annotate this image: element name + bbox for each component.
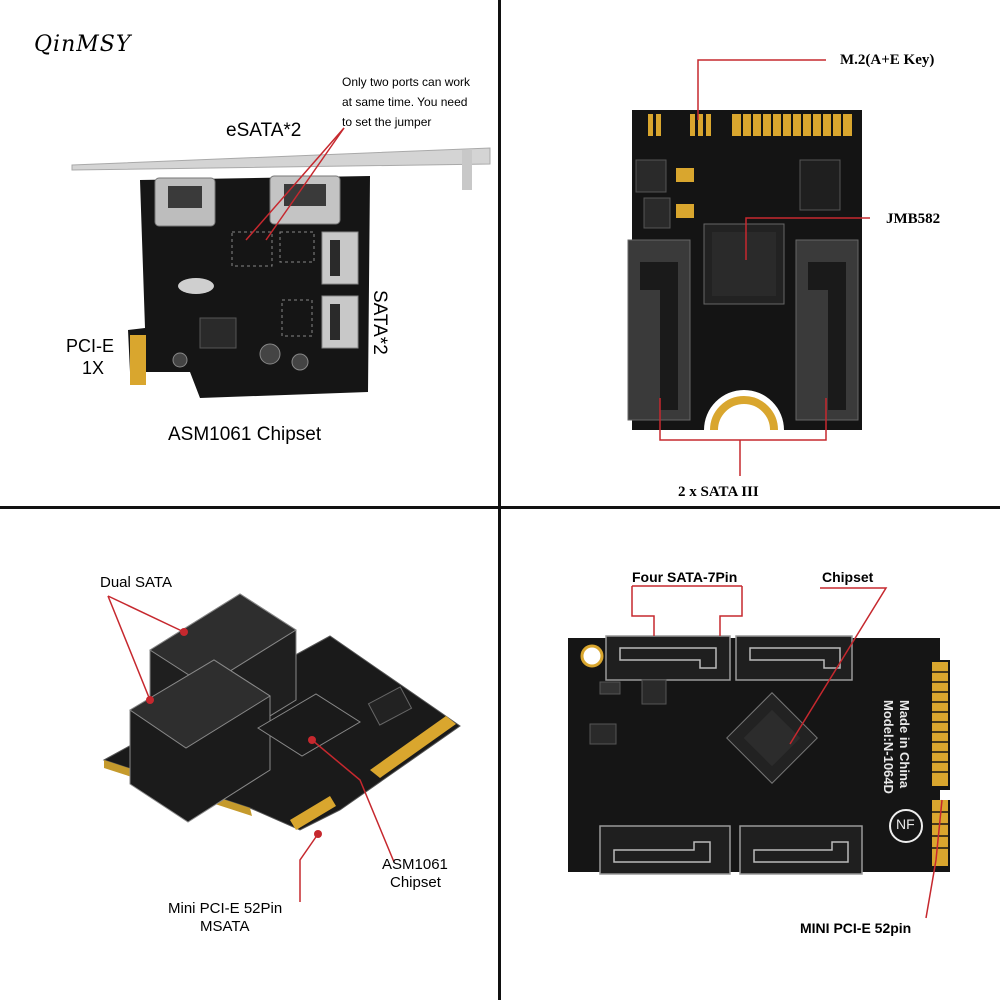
pcie-card-image [71,127,491,398]
m2-card-image [627,59,870,476]
br-mini-pcie-label: MINI PCI-E 52pin [800,920,912,936]
mini-pcie-label-line1: Mini PCI-E 52Pin [168,900,283,917]
bl-chipset-label-line2: Chipset [390,874,441,891]
dual-sata-label: Dual SATA [100,574,172,591]
tl-chipset-label: ASM1061 Chipset [168,424,322,445]
pcie-label-line1: PCI-E [66,336,115,356]
pcie-label-line2: 1X [82,358,105,378]
jumper-note-line1: Only two ports can work [342,75,471,89]
esata-label: eSATA*2 [226,120,302,141]
board-text-line2: Model:N-1064D [881,700,896,794]
sata-label: SATA*2 [369,290,390,355]
jumper-note-line3: to set the jumper [342,115,432,129]
sata3-ports-label: 2 x SATA III [678,484,759,500]
msata-card-image [102,593,461,902]
horizontal-divider [0,506,1000,509]
vertical-divider [498,0,501,1000]
mini-pcie-label-line2: MSATA [200,918,250,935]
br-chipset-label: Chipset [822,569,874,585]
nf-mark: NF [896,816,915,832]
mini-pcie-card-image [568,585,950,919]
board-text-line1: Made in China [897,700,912,789]
four-sata-label: Four SATA-7Pin [632,569,738,585]
m2-label: M.2(A+E Key) [840,52,935,68]
jmb582-label: JMB582 [886,211,941,227]
brand-logo: QinMSY [34,32,132,57]
bl-chipset-label-line1: ASM1061 [382,856,448,873]
jumper-note-line2: at same time. You need [342,95,468,109]
